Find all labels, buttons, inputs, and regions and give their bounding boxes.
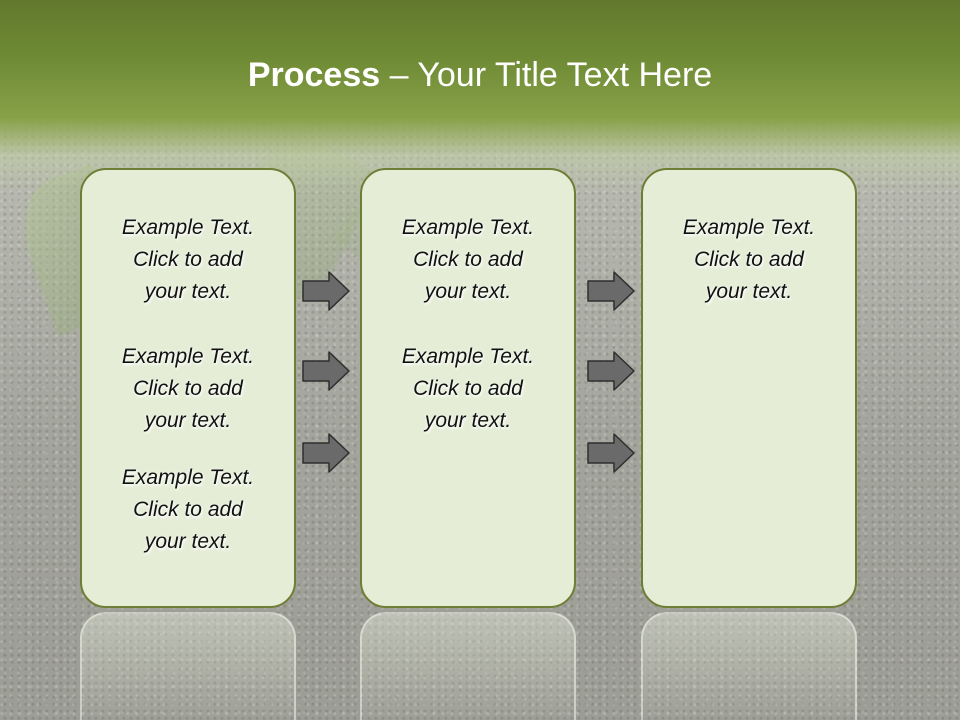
text-line: your text.: [705, 280, 793, 303]
title-band: [0, 0, 960, 190]
text-item[interactable]: Example Text. Click to add your text.: [643, 212, 855, 308]
slide-title[interactable]: Process – Your Title Text Here: [0, 55, 960, 95]
text-line: Click to add: [133, 248, 243, 271]
right-arrow-icon: [587, 271, 635, 311]
text-line: Example Text.: [682, 216, 816, 239]
text-line: Example Text.: [401, 216, 535, 239]
box-reflection: [80, 612, 296, 720]
text-line: your text.: [144, 280, 232, 303]
process-box-3[interactable]: Example Text. Click to add your text.: [641, 168, 857, 608]
process-box-1[interactable]: Example Text. Click to add your text. Ex…: [80, 168, 296, 608]
text-line: Example Text.: [121, 216, 255, 239]
box-reflection: [641, 612, 857, 720]
process-box-2[interactable]: Example Text. Click to add your text. Ex…: [360, 168, 576, 608]
text-line: your text.: [144, 409, 232, 432]
text-item[interactable]: Example Text. Click to add your text.: [82, 212, 294, 308]
text-line: your text.: [424, 280, 512, 303]
text-line: Click to add: [413, 377, 523, 400]
text-line: Example Text.: [121, 345, 255, 368]
text-line: Example Text.: [121, 466, 255, 489]
right-arrow-icon: [302, 351, 350, 391]
text-line: Click to add: [694, 248, 804, 271]
title-bold: Process: [247, 56, 381, 94]
text-line: Click to add: [413, 248, 523, 271]
right-arrow-icon: [587, 433, 635, 473]
text-line: Click to add: [133, 377, 243, 400]
text-item[interactable]: Example Text. Click to add your text.: [82, 341, 294, 437]
text-item[interactable]: Example Text. Click to add your text.: [82, 462, 294, 558]
text-item[interactable]: Example Text. Click to add your text.: [362, 341, 574, 437]
text-line: your text.: [424, 409, 512, 432]
text-line: Click to add: [133, 498, 243, 521]
text-item[interactable]: Example Text. Click to add your text.: [362, 212, 574, 308]
right-arrow-icon: [302, 271, 350, 311]
text-line: Example Text.: [401, 345, 535, 368]
box-reflection: [360, 612, 576, 720]
text-line: your text.: [144, 530, 232, 553]
title-rest: – Your Title Text Here: [380, 56, 713, 94]
right-arrow-icon: [587, 351, 635, 391]
right-arrow-icon: [302, 433, 350, 473]
